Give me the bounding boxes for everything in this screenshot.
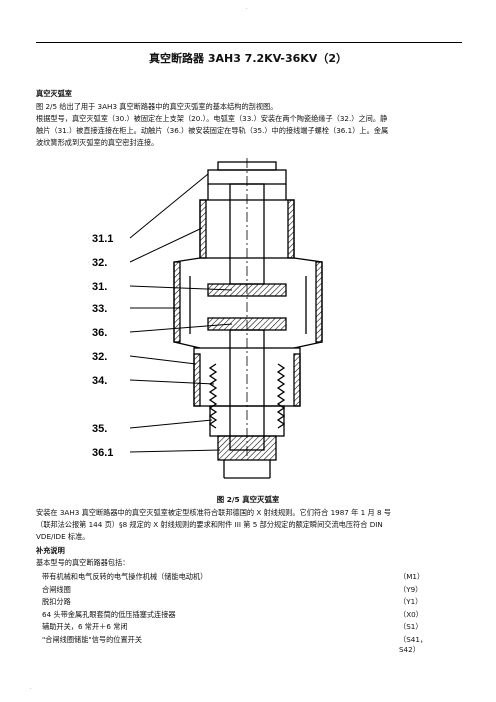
list-item: 64 头带金属孔眼套筒的低压插塞式连接器 （X0）	[42, 610, 442, 623]
component-label: 辅助开关，6 常开＋6 常闭	[42, 622, 128, 631]
list-item: 辅助开关，6 常开＋6 常闭 （S1）	[42, 622, 442, 635]
page-title: 真空断路器 3AH3 7.2KV-36KV（2）	[149, 52, 347, 65]
compliance-line-2: （联邦法公报第 144 页）§8 规定的 X 射线规则的要求和附件 III 第 …	[36, 520, 383, 529]
label-36: 36.	[92, 327, 107, 339]
component-label: "合闸线圈储能"信号的位置开关	[42, 634, 143, 644]
component-code: （X0）	[399, 609, 423, 619]
bellows-left	[208, 363, 218, 429]
terminal-bolt	[217, 435, 277, 461]
label-32-top: 32.	[92, 257, 107, 269]
footer-mark: ·	[30, 686, 32, 692]
component-code: （M1）	[399, 572, 425, 581]
component-code: （S1）	[399, 622, 423, 631]
bellows-right	[276, 363, 286, 429]
component-label: 脱扣分路	[42, 597, 71, 606]
label-36-1: 36.1	[92, 447, 113, 459]
intro-line-3: 触片（31.）被直接连接在柜上。动触片（36.）被安装固定在导轨（35.）中的接…	[36, 126, 389, 135]
component-code: （S41，S42）	[399, 634, 428, 654]
component-list: 带有机械和电气反转的电气操作机械（储能电动机） （M1） 合闸线圈 （Y9） 脱…	[42, 572, 442, 654]
component-label: 合闸线圈	[42, 584, 71, 594]
moving-contact	[207, 317, 287, 331]
list-item: "合闸线圈储能"信号的位置开关 （S41，S42）	[42, 634, 442, 654]
figure-caption: 图 2/5 真空灭弧室	[216, 495, 280, 504]
intro-line-4: 波纹簧形成到灭弧室的真空密封连接。	[36, 138, 159, 147]
compliance-line-1: 安装在 3AH3 真空断路器中的真空灭弧室被定型核准符合联邦德国的 X 射线规则…	[36, 508, 391, 517]
section-heading: 真空灭弧室	[36, 89, 72, 98]
vacuum-interrupter-drawing: 31.1 32. 31. 33. 36. 32. 34. 35. 36.1	[92, 158, 323, 479]
list-item: 脱扣分路 （Y1）	[42, 597, 442, 610]
header-mark: ·	[246, 6, 248, 12]
component-label: 64 头带金属孔眼套筒的低压插塞式连接器	[42, 609, 176, 619]
component-code: （Y9）	[399, 584, 423, 594]
label-34: 34.	[92, 375, 107, 387]
list-item: 带有机械和电气反转的电气操作机械（储能电动机） （M1）	[42, 572, 442, 585]
label-35: 35.	[92, 423, 107, 435]
compliance-line-3: VDE/IDE 标准。	[36, 532, 90, 541]
fixed-contact	[207, 283, 287, 297]
label-31: 31.	[92, 281, 107, 293]
intro-line-2: 根据型号，真空灭弧室（30.）被固定在上支架（20.）。电弧室（33.）安装在两…	[36, 114, 388, 123]
label-33: 33.	[92, 303, 107, 315]
label-31-1: 31.1	[92, 233, 113, 245]
component-code: （Y1）	[399, 597, 423, 606]
supplement-heading: 补充说明	[36, 546, 65, 555]
component-label: 带有机械和电气反转的电气操作机械（储能电动机）	[42, 572, 208, 581]
intro-line-1: 图 2/5 给出了用于 3AH3 真空断路器中的真空灭弧室的基本结构的剖视图。	[36, 102, 278, 111]
supplement-intro: 基本型号的真空断路器包括：	[36, 558, 130, 567]
label-32-bottom: 32.	[92, 351, 107, 363]
list-item: 合闸线圈 （Y9）	[42, 585, 442, 598]
header-rule	[36, 42, 462, 43]
